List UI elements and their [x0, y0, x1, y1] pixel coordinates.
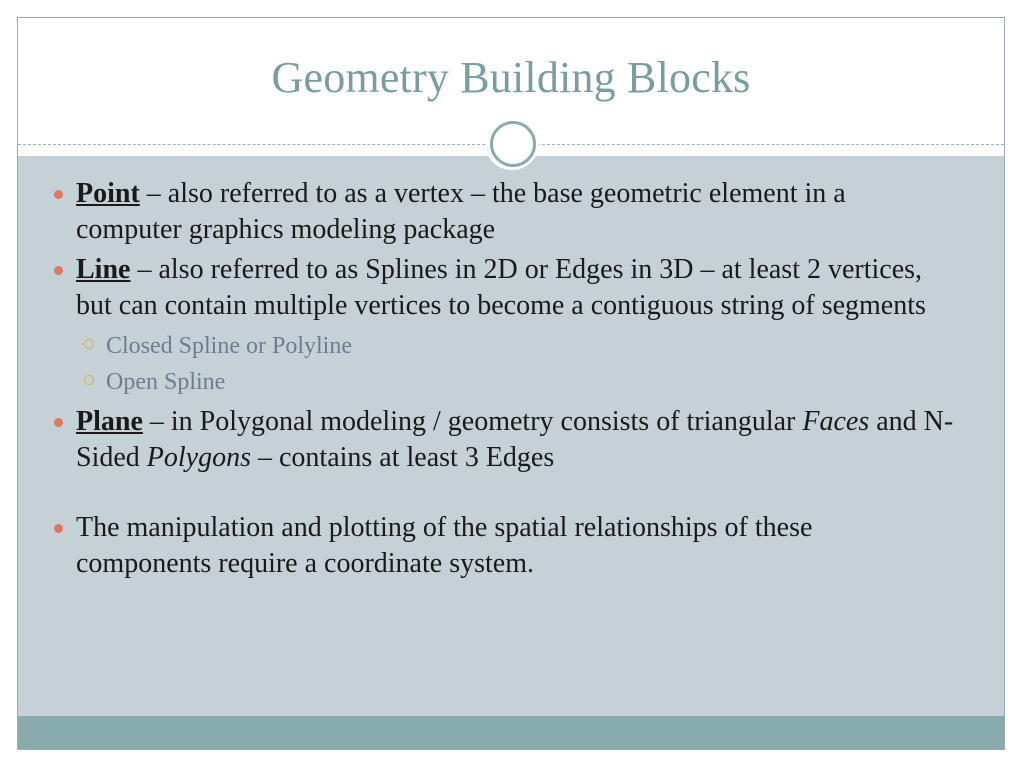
sub-bullet-open-spline: Open Spline: [54, 364, 954, 400]
bullet-dot-icon: [54, 418, 63, 427]
manipulation-text: The manipulation and plotting of the spa…: [76, 512, 813, 579]
plane-description-b: and N-Sided: [76, 406, 954, 473]
bullet-spacer: [54, 480, 954, 510]
plane-description-c: – contains at least 3 Edges: [251, 442, 555, 473]
footer-bar: [18, 716, 1004, 749]
faces-term: Faces: [802, 406, 870, 437]
bullet-dot-icon: [54, 190, 63, 199]
slide-title: Geometry Building Blocks: [271, 53, 751, 102]
decorative-ring-icon: [490, 121, 536, 167]
bullet-point: Point – also referred to as a vertex – t…: [54, 176, 954, 248]
bullet-manipulation: The manipulation and plotting of the spa…: [54, 510, 954, 582]
plane-description-a: – in Polygonal modeling / geometry consi…: [142, 406, 803, 437]
bullet-line: Line – also referred to as Splines in 2D…: [54, 252, 954, 324]
line-description: – also referred to as Splines in 2D or E…: [76, 254, 926, 321]
bullet-dot-icon: [54, 266, 63, 275]
polygons-term: Polygons: [146, 442, 251, 473]
content-area: [18, 156, 1004, 716]
sub-bullet-closed-spline: Closed Spline or Polyline: [54, 328, 954, 364]
sub-bullet-ring-icon: [84, 375, 94, 385]
bullet-dot-icon: [54, 524, 63, 533]
sub-bullet-text: Open Spline: [106, 369, 226, 395]
bullet-plane: Plane – in Polygonal modeling / geometry…: [54, 404, 954, 476]
term-line: Line: [76, 254, 131, 285]
sub-bullet-text: Closed Spline or Polyline: [106, 333, 352, 359]
slide: Geometry Building Blocks Point – also re…: [17, 17, 1005, 750]
term-plane: Plane: [76, 406, 143, 437]
bullet-list: Point – also referred to as a vertex – t…: [54, 176, 954, 586]
sub-bullet-ring-icon: [84, 339, 94, 349]
point-description: – also referred to as a vertex – the bas…: [76, 178, 846, 245]
term-point: Point: [76, 178, 140, 209]
